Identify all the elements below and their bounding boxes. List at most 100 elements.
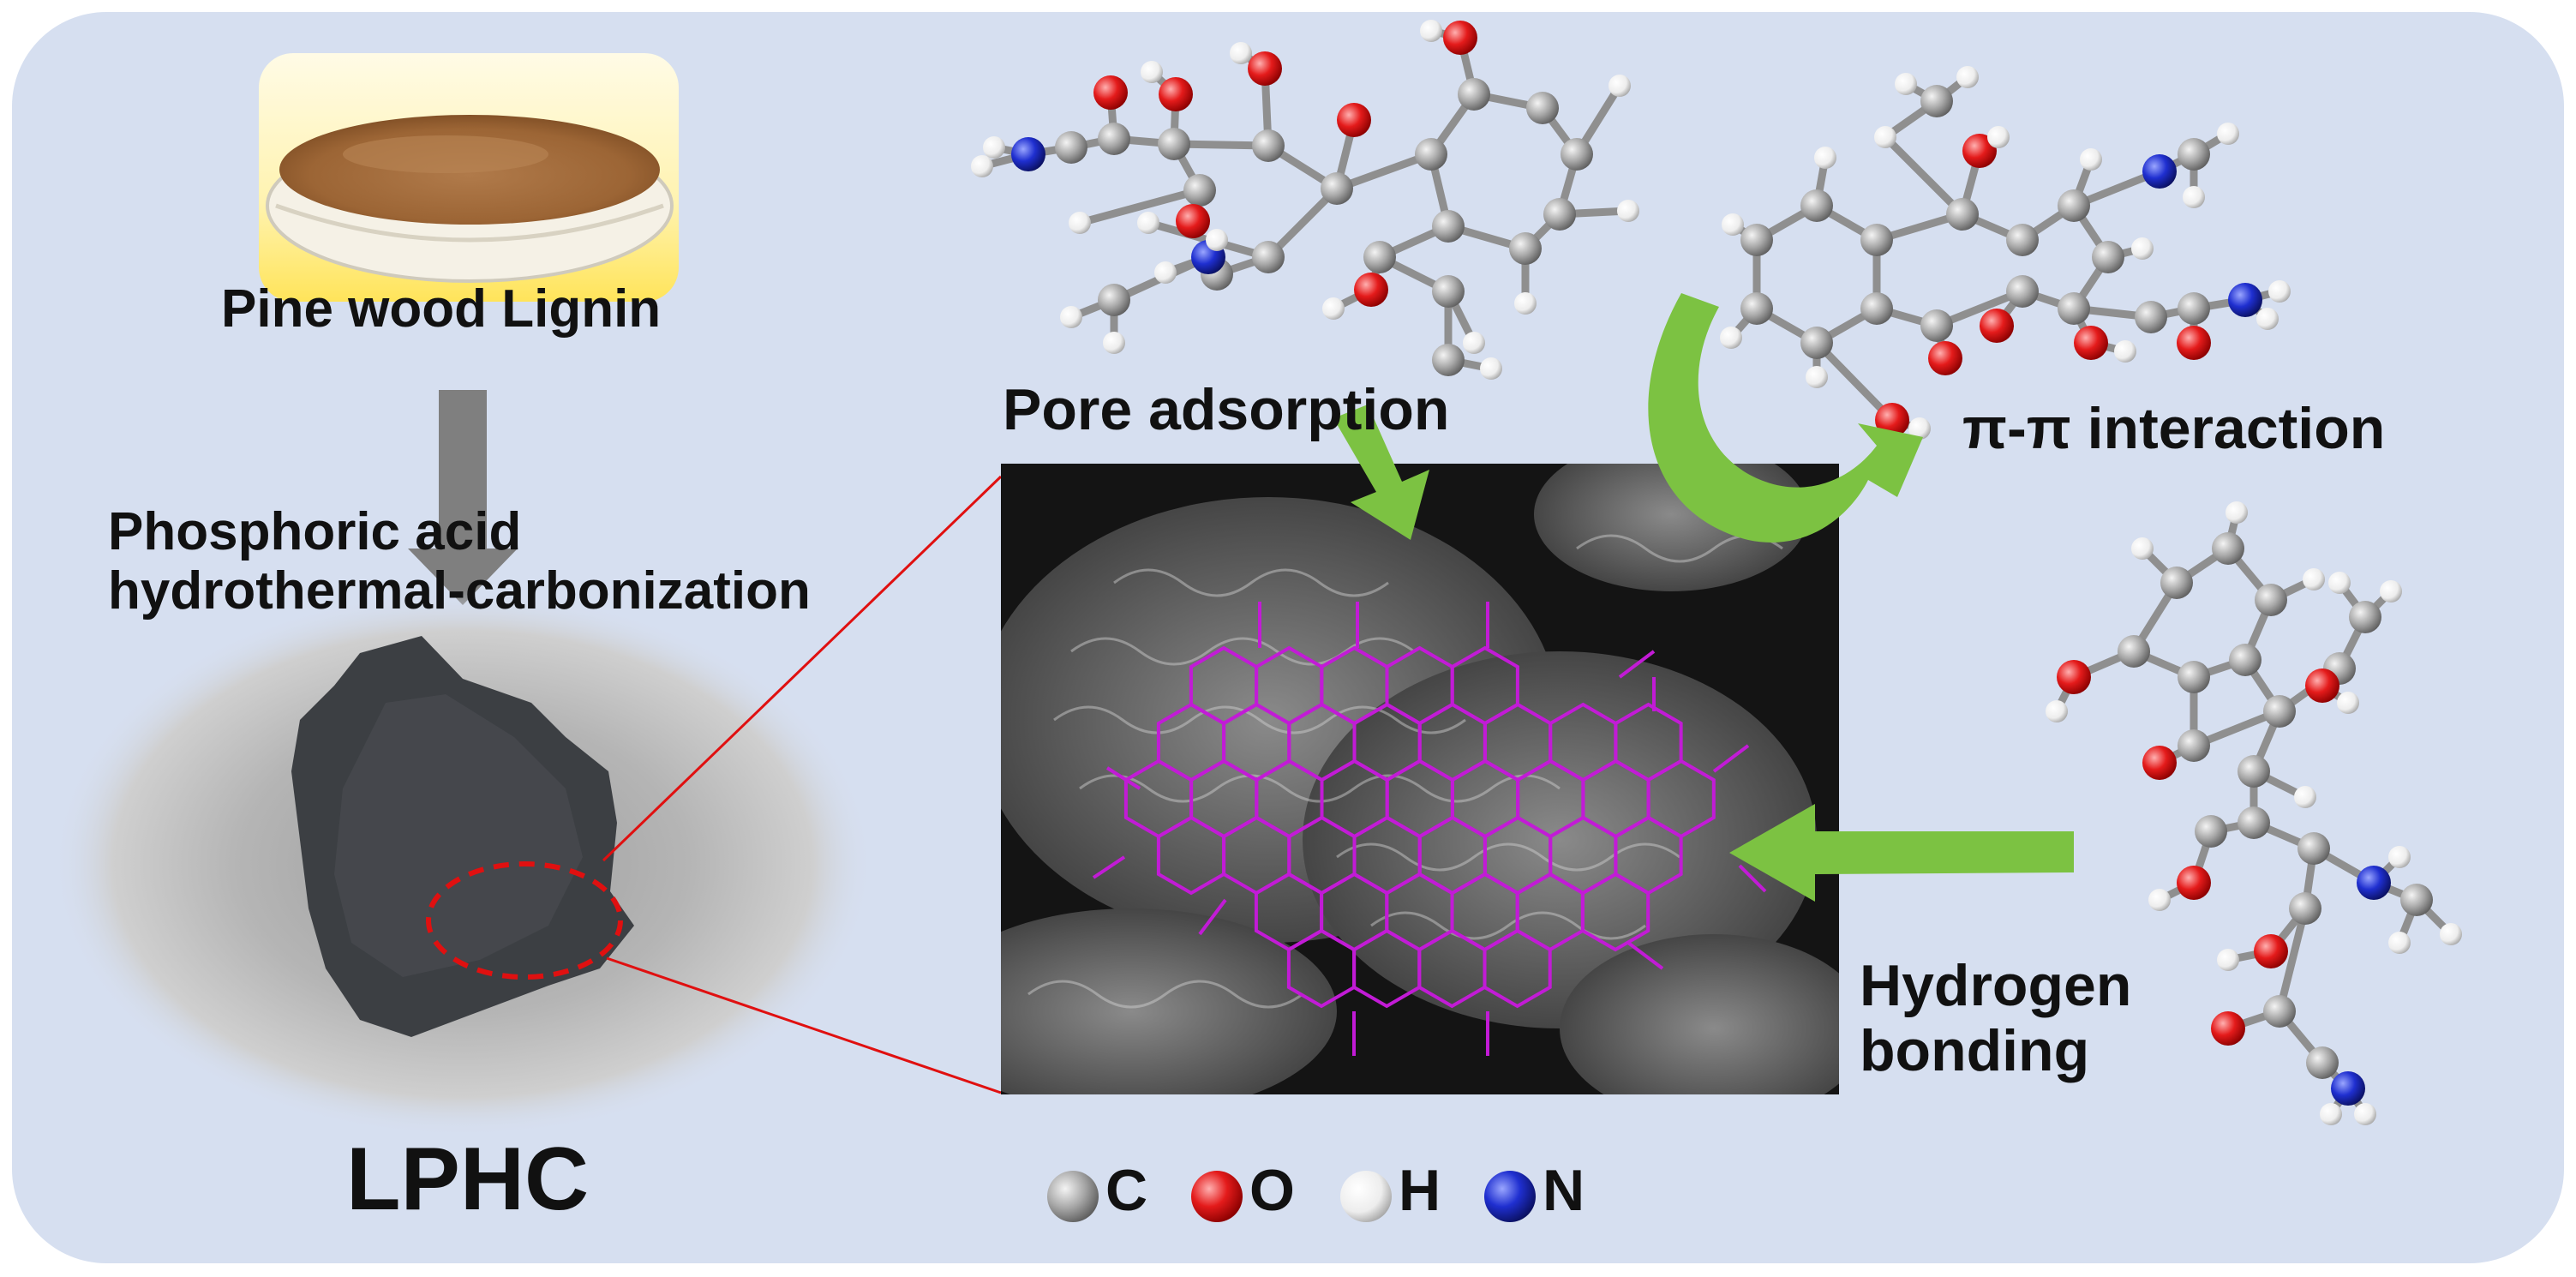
carbon-atom [1158, 128, 1190, 160]
oxygen-atom [2177, 866, 2211, 900]
carbon-atom [2135, 301, 2167, 333]
carbon-atom [1252, 241, 1285, 273]
phosphoric-acid-line-2: hydrothermal-carbonization [108, 561, 811, 621]
hydrogen-atom [1609, 75, 1631, 97]
carbon-atom [2306, 1046, 2339, 1079]
legend-ball-c [1047, 1171, 1099, 1222]
pine-wood-lignin-label: Pine wood Lignin [221, 279, 661, 339]
carbon-atom [2400, 884, 2433, 916]
oxygen-atom [2305, 668, 2339, 703]
carbon-atom [2255, 584, 2287, 616]
oxygen-atom [2142, 746, 2177, 780]
phosphoric-acid-line-1: Phosphoric acid [108, 502, 811, 561]
hydrogen-atom [2328, 572, 2351, 594]
hydrogen-atom [1137, 212, 1159, 234]
hydrogen-atom [2131, 237, 2154, 260]
pore-adsorption-label: Pore adsorption [1003, 377, 1449, 442]
hydrogen-atom [2256, 308, 2279, 330]
hydrogen-atom [2294, 786, 2316, 808]
hydrogen-atom [1322, 297, 1345, 320]
carbon-atom [2349, 601, 2381, 633]
nitrogen-atom [2331, 1071, 2365, 1106]
hydrogen-atom [971, 155, 993, 177]
hydrogen-atom [2303, 568, 2325, 591]
legend-ball-n [1484, 1171, 1536, 1222]
legend-item-c: C [1105, 1157, 1147, 1224]
carbon-atom [2118, 635, 2150, 668]
carbon-atom [1432, 344, 1465, 376]
hydrogen-atom [983, 136, 1005, 159]
hydrogen-bonding-label: Hydrogen bonding [1860, 953, 2131, 1083]
carbon-atom [1543, 198, 1576, 231]
pi-pi-interaction-label: π-π interaction [1962, 396, 2385, 461]
oxygen-atom [1443, 21, 1477, 55]
hydrogen-atom [2080, 148, 2102, 171]
hydrogen-atom [2217, 123, 2239, 145]
legend-ball-o [1191, 1171, 1243, 1222]
carbon-atom [1098, 284, 1130, 316]
hydrogen-atom [2148, 889, 2171, 911]
oxygen-atom [1337, 103, 1371, 137]
carbon-atom [1946, 198, 1979, 231]
legend-ball-h [1340, 1171, 1392, 1222]
carbon-atom [2289, 892, 2321, 925]
nitrogen-atom [1011, 137, 1045, 171]
hydrogen-atom [1480, 357, 1502, 380]
hydrogen-atom [1141, 61, 1163, 83]
hydrogen-atom [2226, 501, 2248, 524]
hydrogen-bonding-line-2: bonding [1860, 1018, 2131, 1083]
carbon-atom [1561, 138, 1593, 171]
lignin-powder-photo [259, 53, 679, 302]
oxygen-atom [2074, 326, 2108, 360]
carbon-atom [1800, 327, 1833, 359]
carbon-atom [2058, 292, 2090, 325]
carbon-atom [2006, 224, 2039, 256]
legend-symbol-h: H [1399, 1157, 1441, 1224]
hydrogen-atom [1722, 213, 1744, 236]
carbon-atom [2195, 815, 2227, 848]
oxygen-atom [2177, 326, 2211, 360]
carbon-atom [2160, 567, 2193, 599]
hydrogen-atom [1814, 147, 1836, 169]
carbon-atom [1415, 138, 1447, 171]
hydrogen-atom [2388, 846, 2411, 868]
carbon-atom [1458, 78, 1490, 111]
carbon-atom [1920, 85, 1953, 117]
legend-item-h: H [1399, 1157, 1441, 1224]
oxygen-atom [2254, 934, 2288, 968]
hydrogen-atom [1617, 200, 1639, 222]
carbon-atom [2178, 138, 2210, 171]
carbon-atom [2178, 292, 2210, 325]
legend-item-o: O [1249, 1157, 1295, 1224]
carbon-atom [1860, 224, 1893, 256]
phosphoric-acid-label: Phosphoric acid hydrothermal-carbonizati… [108, 502, 811, 621]
nitrogen-atom [2357, 866, 2391, 900]
hydrogen-atom [1206, 229, 1228, 251]
hydrogen-atom [1154, 261, 1177, 284]
legend-symbol-n: N [1543, 1157, 1585, 1224]
hydrogen-atom [2354, 1103, 2376, 1125]
hydrogen-atom [2114, 340, 2136, 363]
nitrogen-atom [2228, 283, 2262, 317]
hydrogen-atom [1806, 366, 1828, 388]
carbon-atom [2297, 832, 2330, 865]
hydrogen-atom [1463, 332, 1485, 354]
hydrogen-atom [2320, 1103, 2342, 1125]
oxygen-atom [1980, 309, 2014, 343]
hydrogen-atom [1895, 73, 1917, 95]
oxygen-atom [1093, 75, 1128, 110]
carbon-atom [1363, 241, 1396, 273]
carbon-atom [2006, 275, 2039, 308]
oxygen-atom [1928, 341, 1962, 375]
hydrogen-atom [1720, 327, 1742, 349]
nitrogen-atom [2142, 154, 2177, 189]
carbon-atom [2212, 532, 2244, 565]
carbon-atom [2178, 729, 2210, 762]
hydrogen-atom [2268, 280, 2291, 303]
oxygen-atom [1176, 204, 1210, 238]
carbon-atom [1920, 309, 1953, 342]
carbon-atom [2229, 644, 2261, 676]
hydrogen-atom [1069, 212, 1091, 234]
carbon-atom [1740, 292, 1773, 325]
